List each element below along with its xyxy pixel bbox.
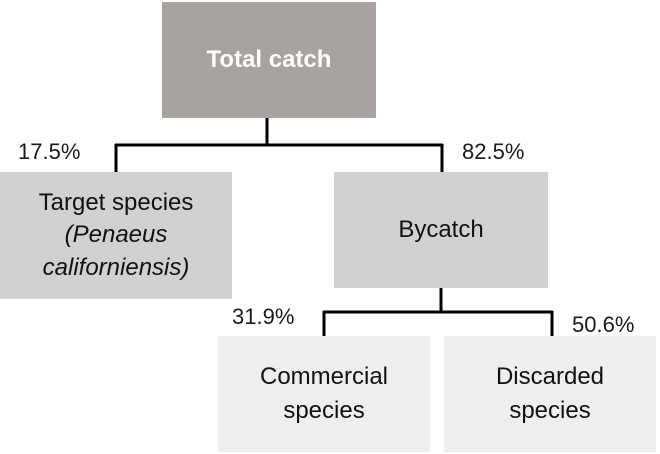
bycatch-label: Bycatch [398,216,484,243]
discarded-percentage: 50.6% [572,312,635,337]
discarded-species-label-line2: species [509,397,591,424]
target-percentage: 17.5% [18,139,81,164]
bycatch-percentage: 82.5% [462,139,525,164]
target-species-node: Target species (Penaeus californiensis) [0,172,232,299]
commercial-species-label-line1: Commercial [259,363,388,391]
commercial-species-node: Commercial species [218,336,430,452]
commercial-percentage: 31.9% [232,304,295,329]
target-species-scientific-name-line2: californiensis) [42,253,190,281]
commercial-species-label-line2: species [283,397,365,424]
total-catch-label: Total catch [206,46,332,73]
total-catch-node: Total catch [162,2,376,118]
target-species-scientific-name-line1: (Penaeus [64,221,168,249]
discarded-species-node: Discarded species [444,336,656,452]
bycatch-node: Bycatch [334,172,548,288]
discarded-species-label-line1: Discarded [495,363,605,391]
target-species-label: Target species [38,188,194,216]
